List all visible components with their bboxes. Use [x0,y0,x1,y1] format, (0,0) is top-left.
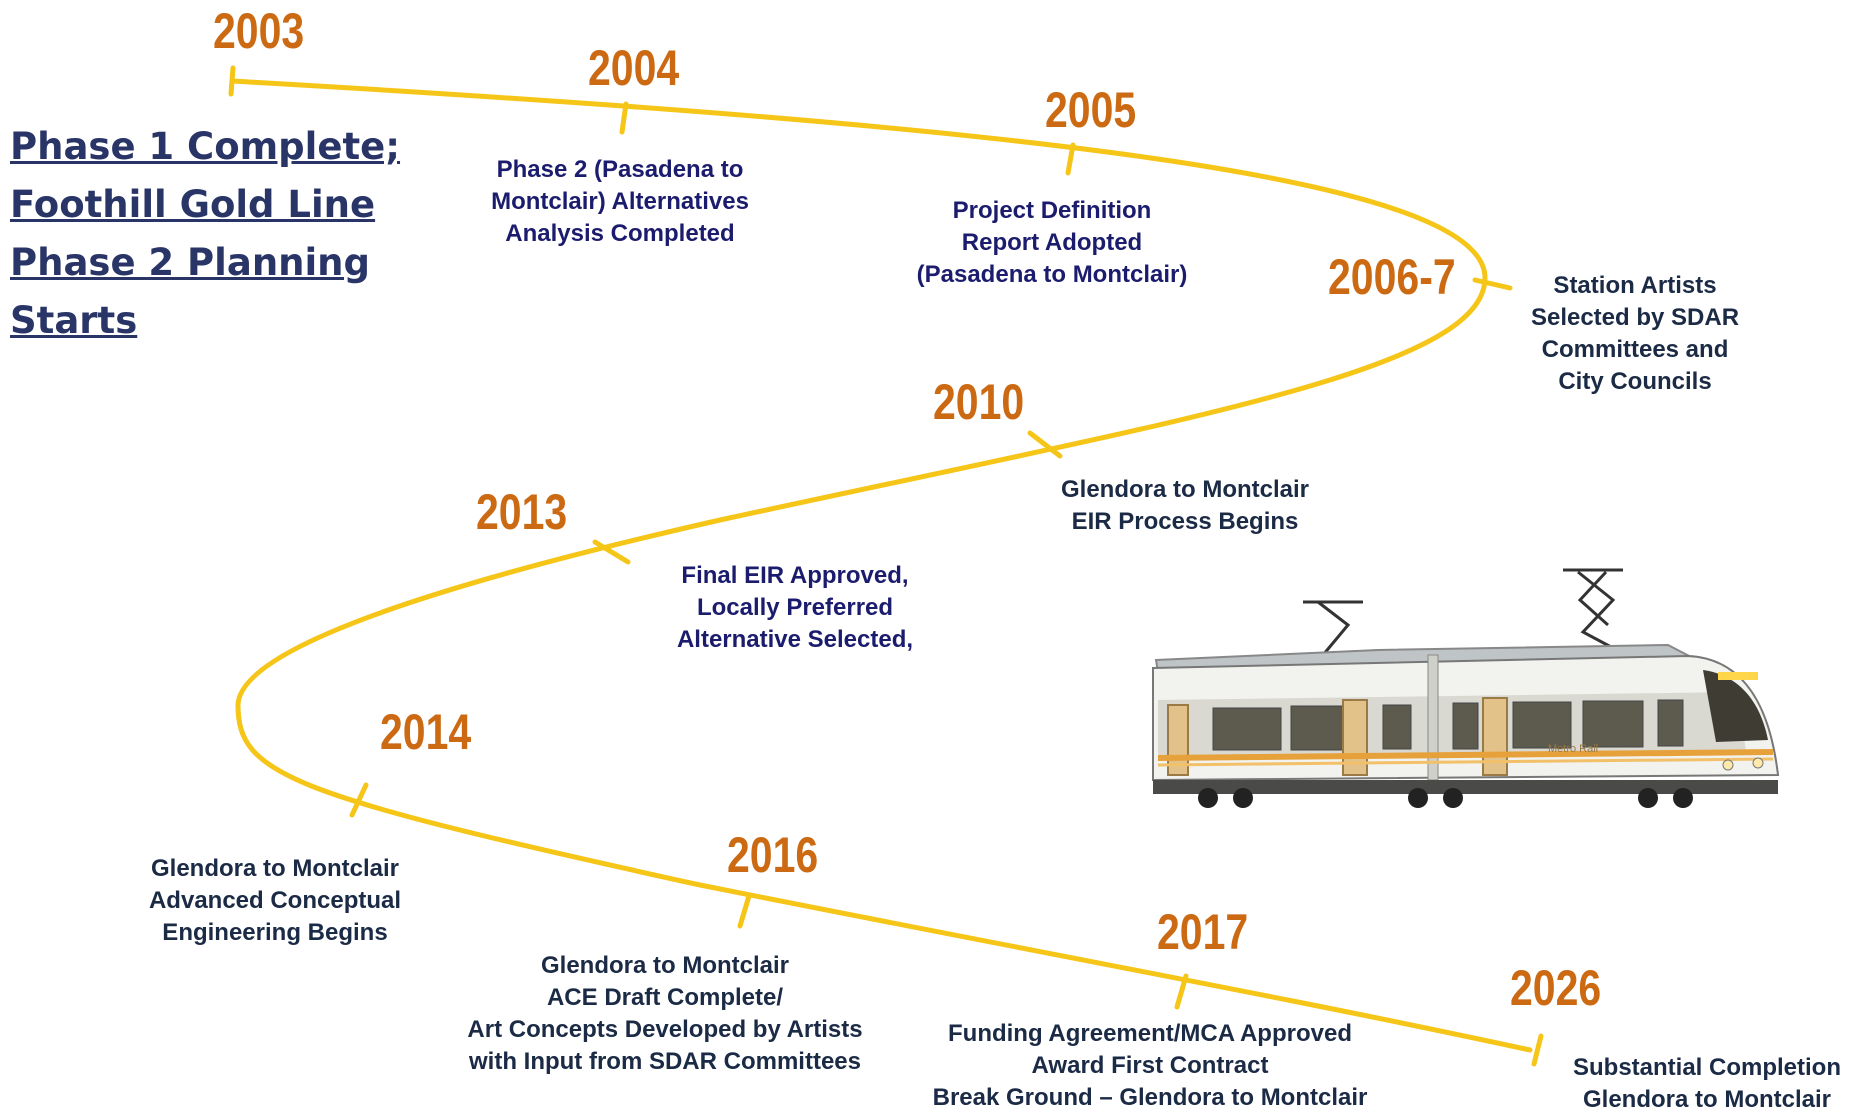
event-2004-text: Phase 2 (Pasadena to Montclair) Alternat… [491,154,749,250]
year-2003: 2003 [213,3,305,59]
event-line: City Councils [1558,368,1712,395]
phase-title-line: Foothill Gold Line [10,183,376,226]
year-2010: 2010 [933,374,1025,430]
event-line: Glendora to Montclair [1582,1086,1832,1113]
train-sign-text: Metro Rail [1548,743,1598,755]
event-line: Funding Agreement/MCA Approved [947,1020,1352,1047]
event-line: Award First Contract [1031,1052,1269,1079]
phase-title-line: Phase 2 Planning [10,241,371,284]
year-2016: 2016 [727,827,819,883]
event-2005-text: Project Definition Report Adopted (Pasad… [917,195,1188,291]
year-2005: 2005 [1045,82,1137,138]
event-2014-text: Glendora to Montclair Advanced Conceptua… [149,853,401,949]
year-2017: 2017 [1157,904,1249,960]
event-line: Engineering Begins [162,919,388,946]
event-line: Glendora to Montclair [540,952,790,979]
phase-title: Phase 1 Complete; Foothill Gold Line Pha… [10,118,400,350]
event-2017-text: Funding Agreement/MCA Approved Award Fir… [933,1018,1368,1114]
event-line: Committees and [1541,336,1729,363]
light-rail-train-illustration: Metro Rail [1152,568,1780,808]
year-2014: 2014 [380,704,472,760]
event-2010-text: Glendora to Montclair EIR Process Begins [1061,474,1309,538]
year-2026: 2026 [1510,960,1602,1016]
event-line: Montclair) Alternatives [491,188,749,215]
tick-2026 [1531,1033,1544,1067]
event-line: Final EIR Approved, [681,562,909,589]
event-line: Break Ground – Glendora to Montclair [932,1084,1368,1111]
tick-2017 [1174,973,1189,1010]
tick-2004 [619,101,629,135]
phase-title-line: Starts [10,299,138,342]
event-line: ACE Draft Complete/ [546,984,784,1011]
year-2006-7: 2006-7 [1328,249,1456,305]
tick-2016 [737,893,752,929]
event-line: (Pasadena to Montclair) [916,261,1188,288]
event-line: Locally Preferred [696,594,894,621]
phase-title-line: Phase 1 Complete; [10,125,401,168]
tick-2010 [1027,430,1063,459]
event-2006-7-text: Station Artists Selected by SDAR Committ… [1531,270,1739,398]
year-2004: 2004 [588,40,680,96]
event-line: Glendora to Montclair [150,855,400,882]
event-line: Phase 2 (Pasadena to [496,156,744,183]
event-line: Report Adopted [961,229,1143,256]
event-line: Glendora to Montclair [1060,476,1310,503]
year-2013: 2013 [476,484,568,540]
event-line: Art Concepts Developed by Artists [467,1016,863,1043]
event-line: Selected by SDAR [1530,304,1740,331]
timeline-curve [229,78,1533,1053]
event-2026-text: Substantial Completion Glendora to Montc… [1573,1052,1841,1116]
tick-2003 [228,65,236,97]
event-2016-text: Glendora to Montclair ACE Draft Complete… [467,950,862,1078]
tick-2014 [349,782,369,818]
event-line: EIR Process Begins [1071,508,1299,535]
tick-2013 [592,539,631,565]
pantograph-icon [1303,568,1623,656]
event-line: Project Definition [952,197,1152,224]
event-line: Advanced Conceptual [148,887,402,914]
tick-2006-7 [1472,277,1513,291]
event-line: Alternative Selected, [676,626,914,653]
event-line: with Input from SDAR Committees [468,1048,862,1075]
tick-2005 [1065,142,1076,176]
event-line: Substantial Completion [1572,1054,1842,1081]
event-2013-text: Final EIR Approved, Locally Preferred Al… [677,560,913,656]
event-line: Station Artists [1553,272,1717,299]
event-line: Analysis Completed [505,220,735,247]
